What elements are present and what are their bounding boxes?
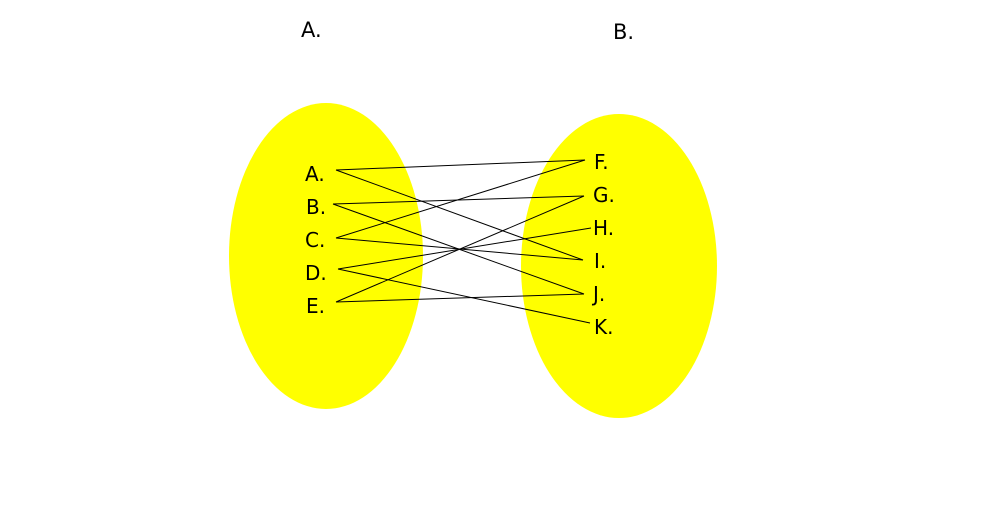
set-b-element-i: I. [594,249,607,273]
set-a-element-c: C. [305,228,326,252]
set-b-title: B. [613,20,635,44]
mapping-line-e-g [335,195,585,303]
set-b-element-h: H. [593,216,615,240]
set-a-title: A. [301,18,322,42]
mapping-lines [332,159,592,324]
set-a-ellipse [229,103,423,409]
set-a-element-b: B. [306,195,327,219]
set-a-element-d: D. [305,261,327,285]
mapping-line-d-h [337,227,592,270]
mapping-line-c-f [335,159,586,239]
set-b-element-f: F. [594,150,609,174]
set-b-ellipse [521,114,717,418]
mapping-line-a-f [335,159,586,171]
mapping-line-a-i [335,169,584,261]
set-a-element-e: E. [306,294,325,318]
set-b-element-k: K. [594,315,614,339]
set-a-element-a: A. [305,162,325,186]
mapping-line-d-k [337,268,591,324]
mapping-line-e-j [335,293,585,303]
set-b-element-g: G. [593,183,615,207]
set-b-element-j: J. [593,282,606,306]
